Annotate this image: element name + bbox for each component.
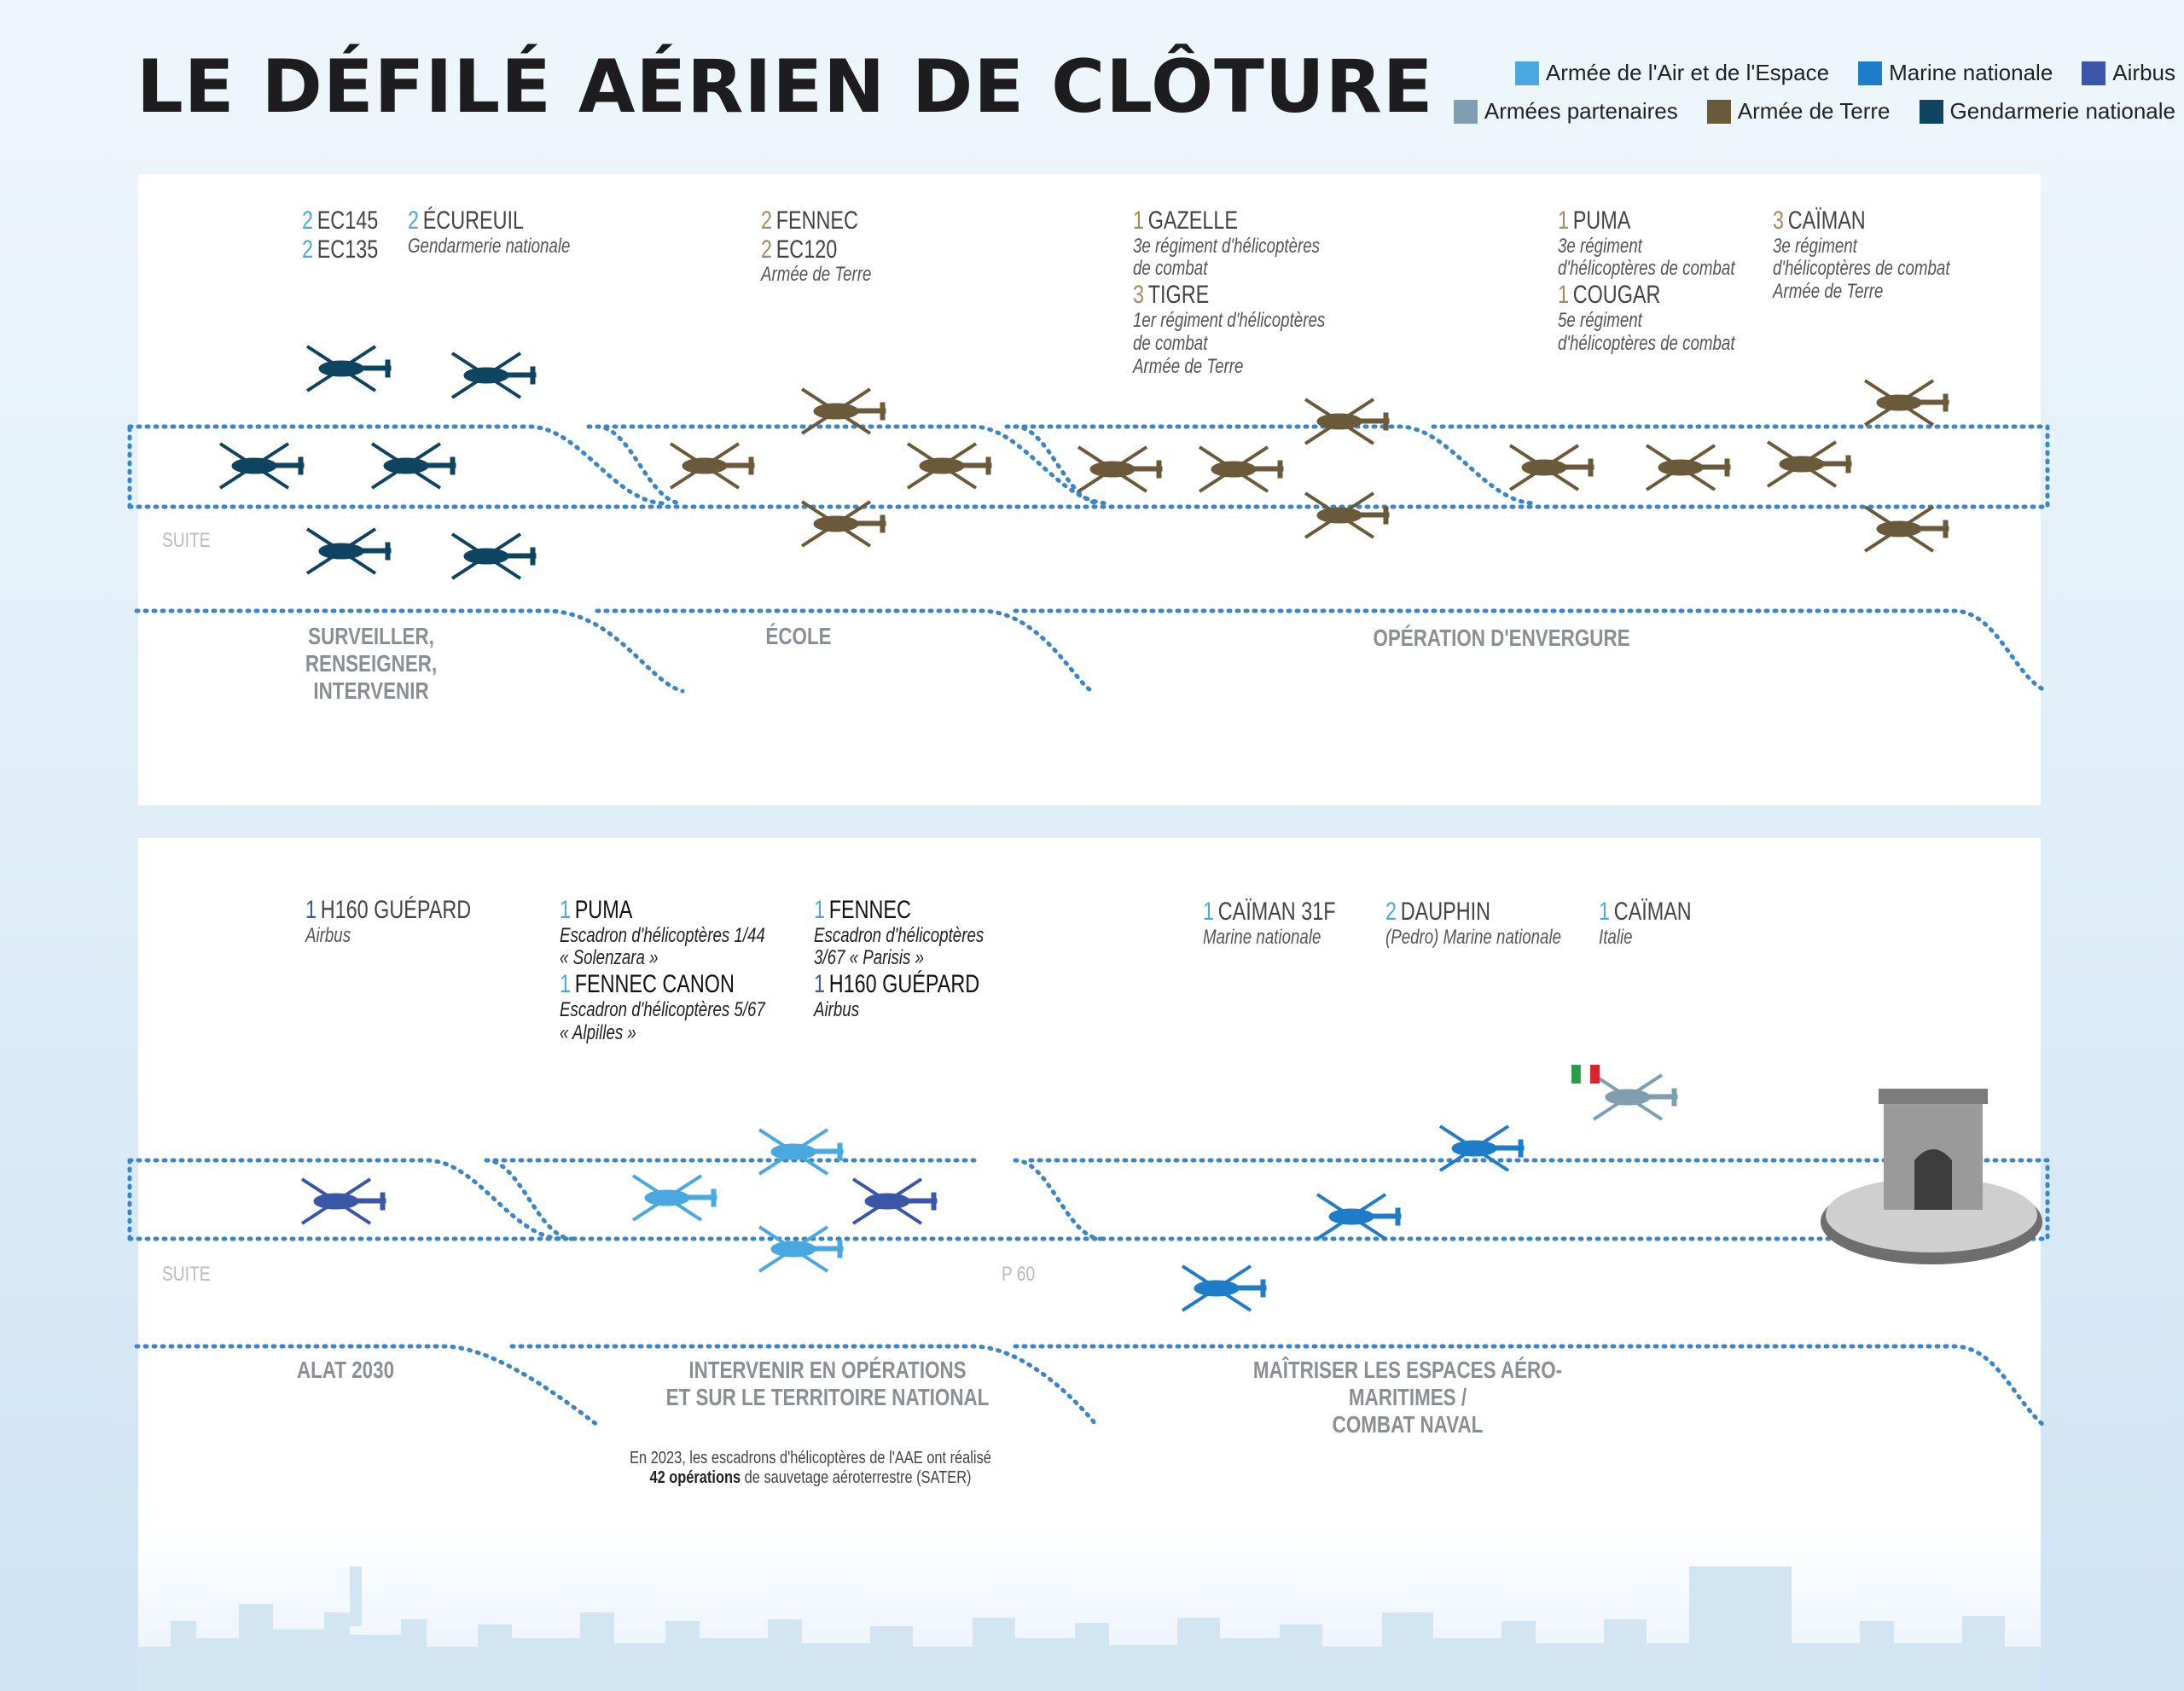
legend-item-airbus: Airbus: [2082, 60, 2175, 86]
helicopter-icon: [1863, 505, 1950, 553]
helicopter-icon: [1592, 1073, 1679, 1121]
helicopter-icon: [1077, 445, 1164, 493]
arc-de-triomphe-icon: [1821, 1089, 2042, 1264]
top-panel: [138, 174, 2041, 805]
legend-swatch: [1919, 99, 1943, 124]
helicopter-icon: [1316, 1193, 1403, 1241]
heli-group-airbus: [300, 1177, 938, 1225]
helicopter-icon: [1438, 1124, 1525, 1172]
section-ecole: ÉCOLE: [765, 623, 832, 649]
helicopter-icon: [450, 352, 537, 399]
skyline-silhouette: [138, 1566, 2041, 1691]
helicopter-icon: [1863, 379, 1950, 427]
legend-swatch: [1514, 61, 1539, 85]
italy-flag-icon: [1571, 1064, 1600, 1084]
helicopter-icon: [305, 345, 392, 392]
helicopter-icon: [450, 532, 537, 580]
suite-label-bottom: SUITE: [162, 1263, 211, 1286]
legend: Armée de l'Air et de l'Espace Marine nat…: [1453, 60, 2175, 137]
legend-swatch: [1706, 99, 1731, 124]
section-alat: ALAT 2030: [296, 1357, 395, 1383]
heli-group-gendarmerie: [218, 345, 537, 580]
section-operation: OPÉRATION D'ENVERGURE: [1373, 625, 1630, 651]
helicopter-icon: [631, 1174, 718, 1222]
legend-item-aae: Armée de l'Air et de l'Espace: [1514, 60, 1829, 86]
helicopter-icon: [1766, 440, 1853, 488]
helicopter-icon: [1304, 398, 1391, 445]
bottom-band: [127, 1158, 2050, 1427]
helicopter-icon: [851, 1177, 938, 1225]
helicopter-icon: [1198, 445, 1285, 493]
suite-label: SUITE: [162, 529, 211, 552]
heli-group-marine: [1181, 1124, 1525, 1312]
legend-item-gendarmerie: Gendarmerie nationale: [1919, 98, 2175, 125]
heli-group-terre: [669, 379, 1950, 553]
heli-group-aae: [631, 1128, 845, 1273]
legend-swatch: [2082, 61, 2106, 85]
sater-note: En 2023, les escadrons d'hélicoptères de…: [630, 1449, 991, 1487]
heli-group-partenaires: [1592, 1073, 1679, 1121]
legend-swatch: [1858, 61, 1883, 85]
helicopter-icon: [758, 1128, 845, 1176]
helicopter-icon: [305, 527, 392, 575]
legend-swatch: [1453, 99, 1478, 124]
helicopter-icon: [218, 442, 305, 490]
helicopter-icon: [1304, 491, 1391, 539]
legend-item-terre: Armée de Terre: [1706, 98, 1891, 125]
section-intervenir: INTERVENIR EN OPÉRATIONS ET SUR LE TERRI…: [665, 1357, 990, 1410]
section-surveiller: SURVEILLER, RENSEIGNER, INTERVENIR: [305, 623, 438, 704]
helicopter-icon: [1508, 444, 1595, 491]
section-maitriser: MAÎTRISER LES ESPACES AÉRO-MARITIMES / C…: [1252, 1357, 1563, 1438]
legend-item-marine: Marine nationale: [1858, 60, 2053, 86]
helicopter-icon: [669, 442, 756, 490]
helicopter-icon: [1181, 1264, 1268, 1312]
helicopter-icon: [300, 1177, 387, 1225]
helicopter-icon: [906, 442, 993, 490]
page-title: LE DÉFILÉ AÉRIEN DE CLÔTURE: [136, 44, 1434, 130]
legend-item-partenaires: Armées partenaires: [1453, 98, 1678, 125]
bottom-panel: [138, 838, 2041, 1691]
helicopter-icon: [370, 442, 457, 490]
helicopter-icon: [1645, 444, 1732, 491]
helicopter-icon: [758, 1225, 845, 1273]
top-band: [127, 424, 2050, 694]
p60-label: P 60: [1002, 1263, 1036, 1286]
